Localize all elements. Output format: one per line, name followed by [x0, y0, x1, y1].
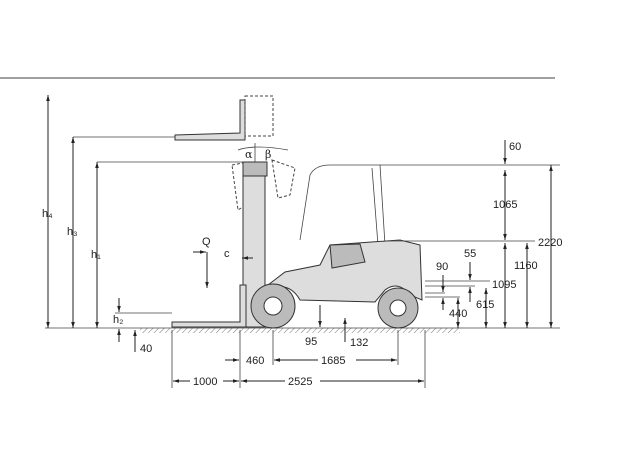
beta-label: β [265, 148, 271, 161]
cabin-frame [299, 164, 386, 246]
d95-label: 95 [305, 336, 317, 348]
lowered-fork [171, 284, 247, 328]
raised-fork [174, 99, 246, 141]
d615-label: 615 [476, 299, 494, 311]
d2220-label: 2220 [538, 237, 562, 249]
d1095-label: 1095 [492, 279, 516, 291]
load-q-label: Q [202, 236, 211, 248]
d440-label: 440 [449, 308, 467, 320]
ground [45, 327, 560, 333]
d1000-label: 1000 [193, 376, 217, 388]
c-label: c [224, 248, 230, 260]
d55-label: 55 [464, 248, 476, 260]
forklift-illustration [171, 95, 423, 329]
seat [329, 243, 366, 269]
d1685-label: 1685 [321, 355, 345, 367]
raised-carriage [244, 95, 274, 137]
d60-label: 60 [509, 141, 521, 153]
d90-label: 90 [436, 261, 448, 273]
d132-label: 132 [350, 337, 368, 349]
h2-label: h₂ [113, 314, 123, 326]
h4-label: h₄ [42, 208, 53, 220]
tilt-back-outline [271, 159, 296, 199]
d460-label: 460 [246, 355, 264, 367]
h3-label: h₃ [67, 226, 78, 238]
d1065-label: 1065 [493, 199, 517, 211]
d1160-label: 1160 [514, 260, 538, 272]
d2525-label: 2525 [288, 376, 312, 388]
d40-label: 40 [140, 343, 152, 355]
alpha-label: α [245, 148, 253, 161]
h1-label: h₁ [91, 249, 101, 261]
